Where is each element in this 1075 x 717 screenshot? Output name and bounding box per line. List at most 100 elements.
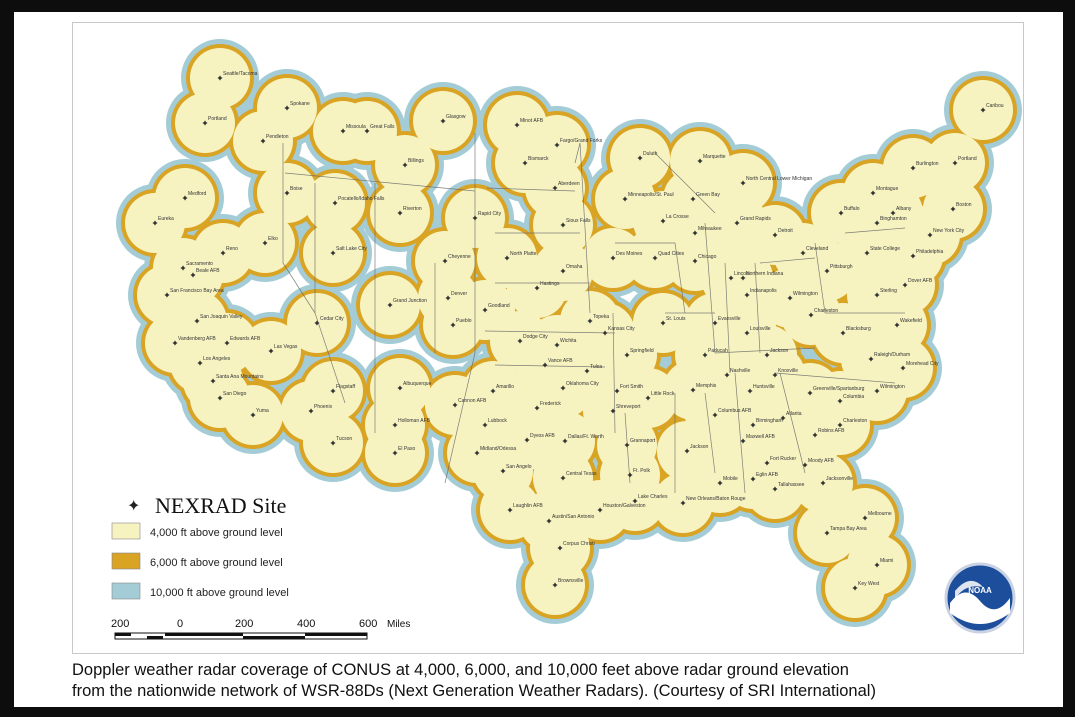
site-label: Hastings (540, 281, 560, 287)
nexrad-site-marker (652, 255, 658, 261)
nexrad-site-marker (894, 322, 900, 328)
site-label: Riverton (403, 206, 422, 212)
site-label: Chicago (698, 254, 717, 260)
site-labels: Seattle/TacomaPortlandSpokanePendletonMi… (158, 71, 1004, 587)
nexrad-site-marker (490, 388, 496, 394)
nexrad-site-marker (660, 218, 666, 224)
nexrad-site-marker (546, 518, 552, 524)
nexrad-site-marker (802, 462, 808, 468)
nexrad-site-marker (740, 180, 746, 186)
site-label: Evansville (718, 316, 741, 322)
nexrad-site-marker (182, 195, 188, 201)
site-label: Sterling (880, 288, 897, 294)
nexrad-site-marker (210, 378, 216, 384)
nexrad-site-marker (837, 398, 843, 404)
site-label: Binghamton (880, 216, 907, 222)
nexrad-site-marker (330, 388, 336, 394)
site-label: San Angelo (506, 464, 532, 470)
site-label: Birmingham (756, 418, 783, 424)
nexrad-site-marker (224, 340, 230, 346)
caption-line-1: Doppler weather radar coverage of CONUS … (72, 661, 849, 679)
nexrad-site-marker (728, 275, 734, 281)
site-label: New Orleans/Baton Rouge (686, 496, 746, 502)
site-label: Morehead City (906, 361, 939, 367)
nexrad-site-marker (562, 438, 568, 444)
site-label: Cheyenne (448, 254, 471, 260)
nexrad-site-marker (874, 562, 880, 568)
site-label: Los Angeles (203, 356, 231, 362)
site-label: Amarillo (496, 384, 514, 390)
site-label: Mobile (723, 476, 738, 482)
site-label: Las Vegas (274, 344, 298, 350)
site-label: San Francisco Bay Area (170, 288, 224, 294)
site-label: Omaha (566, 264, 583, 270)
site-label: Beale AFB (196, 268, 220, 274)
nexrad-site-marker (392, 422, 398, 428)
site-label: Minot AFB (520, 118, 544, 124)
site-label: Denver (451, 291, 467, 297)
noaa-logo-text: NOAA (968, 586, 992, 595)
nexrad-site-marker (554, 142, 560, 148)
site-label: Dallas/Ft. Worth (568, 434, 604, 440)
site-label: Medford (188, 191, 207, 197)
nexrad-site-marker (262, 240, 268, 246)
site-label: Eureka (158, 216, 174, 222)
nexrad-site-marker (890, 210, 896, 216)
nexrad-site-marker (180, 265, 186, 271)
site-label: Grannaport (630, 438, 656, 444)
site-label: Boston (956, 202, 972, 208)
site-label: Melbourne (868, 511, 892, 517)
site-label: Yuma (256, 408, 269, 414)
nexrad-site-marker (482, 422, 488, 428)
legend-label-10000ft: 10,000 ft above ground level (150, 587, 289, 599)
legend: ✦ NEXRAD Site 4,000 ft above ground leve… (111, 493, 289, 600)
nexrad-site-marker (927, 232, 933, 238)
site-label: Aberdeen (558, 181, 580, 187)
site-label: Albuquerque (403, 381, 432, 387)
nexrad-site-marker (800, 250, 806, 256)
nexrad-site-marker (517, 338, 523, 344)
nexrad-site-marker (764, 352, 770, 358)
site-label: Portland (958, 156, 977, 162)
nexrad-site-marker (442, 258, 448, 264)
nexrad-site-marker (837, 422, 843, 428)
site-label: Spokane (290, 101, 310, 107)
site-label: Laughlin AFB (513, 503, 543, 509)
nexrad-site-marker (172, 340, 178, 346)
site-label: Jackson (690, 444, 709, 450)
nexrad-site-marker (472, 215, 478, 221)
nexrad-site-marker (902, 282, 908, 288)
site-label: Charleston (843, 418, 867, 424)
site-label: Phoenix (314, 404, 333, 410)
nexrad-site-marker (614, 388, 620, 394)
nexrad-site-marker (852, 585, 858, 591)
site-label: Austin/San Antonio (552, 514, 594, 520)
nexrad-site-marker (632, 498, 638, 504)
scale-segment (305, 633, 367, 636)
nexrad-site-marker (824, 530, 830, 536)
nexrad-site-marker (808, 312, 814, 318)
nexrad-site-marker (772, 232, 778, 238)
nexrad-site-marker (597, 507, 603, 513)
site-label: Dover AFB (908, 278, 933, 284)
site-label: Montague (876, 186, 898, 192)
scale-segment (181, 633, 243, 636)
nexrad-site-marker (552, 582, 558, 588)
site-label: Lubbock (488, 418, 507, 424)
nexrad-site-marker (397, 210, 403, 216)
nexrad-site-marker (534, 405, 540, 411)
site-label: Wakefield (900, 318, 922, 324)
nexrad-site-marker (514, 122, 520, 128)
site-label: Indianapolis (750, 288, 777, 294)
noaa-logo: NOAA (944, 562, 1016, 634)
site-label: Huntsville (753, 384, 775, 390)
site-label: Sioux Falls (566, 218, 591, 224)
site-label: Charleston (814, 308, 838, 314)
nexrad-site-marker (190, 272, 196, 278)
site-label: Central Texas (566, 471, 597, 477)
nexrad-site-marker (217, 75, 223, 81)
nexrad-site-marker (552, 185, 558, 191)
nexrad-site-marker (482, 307, 488, 313)
site-label: Oklahoma City (566, 381, 599, 387)
